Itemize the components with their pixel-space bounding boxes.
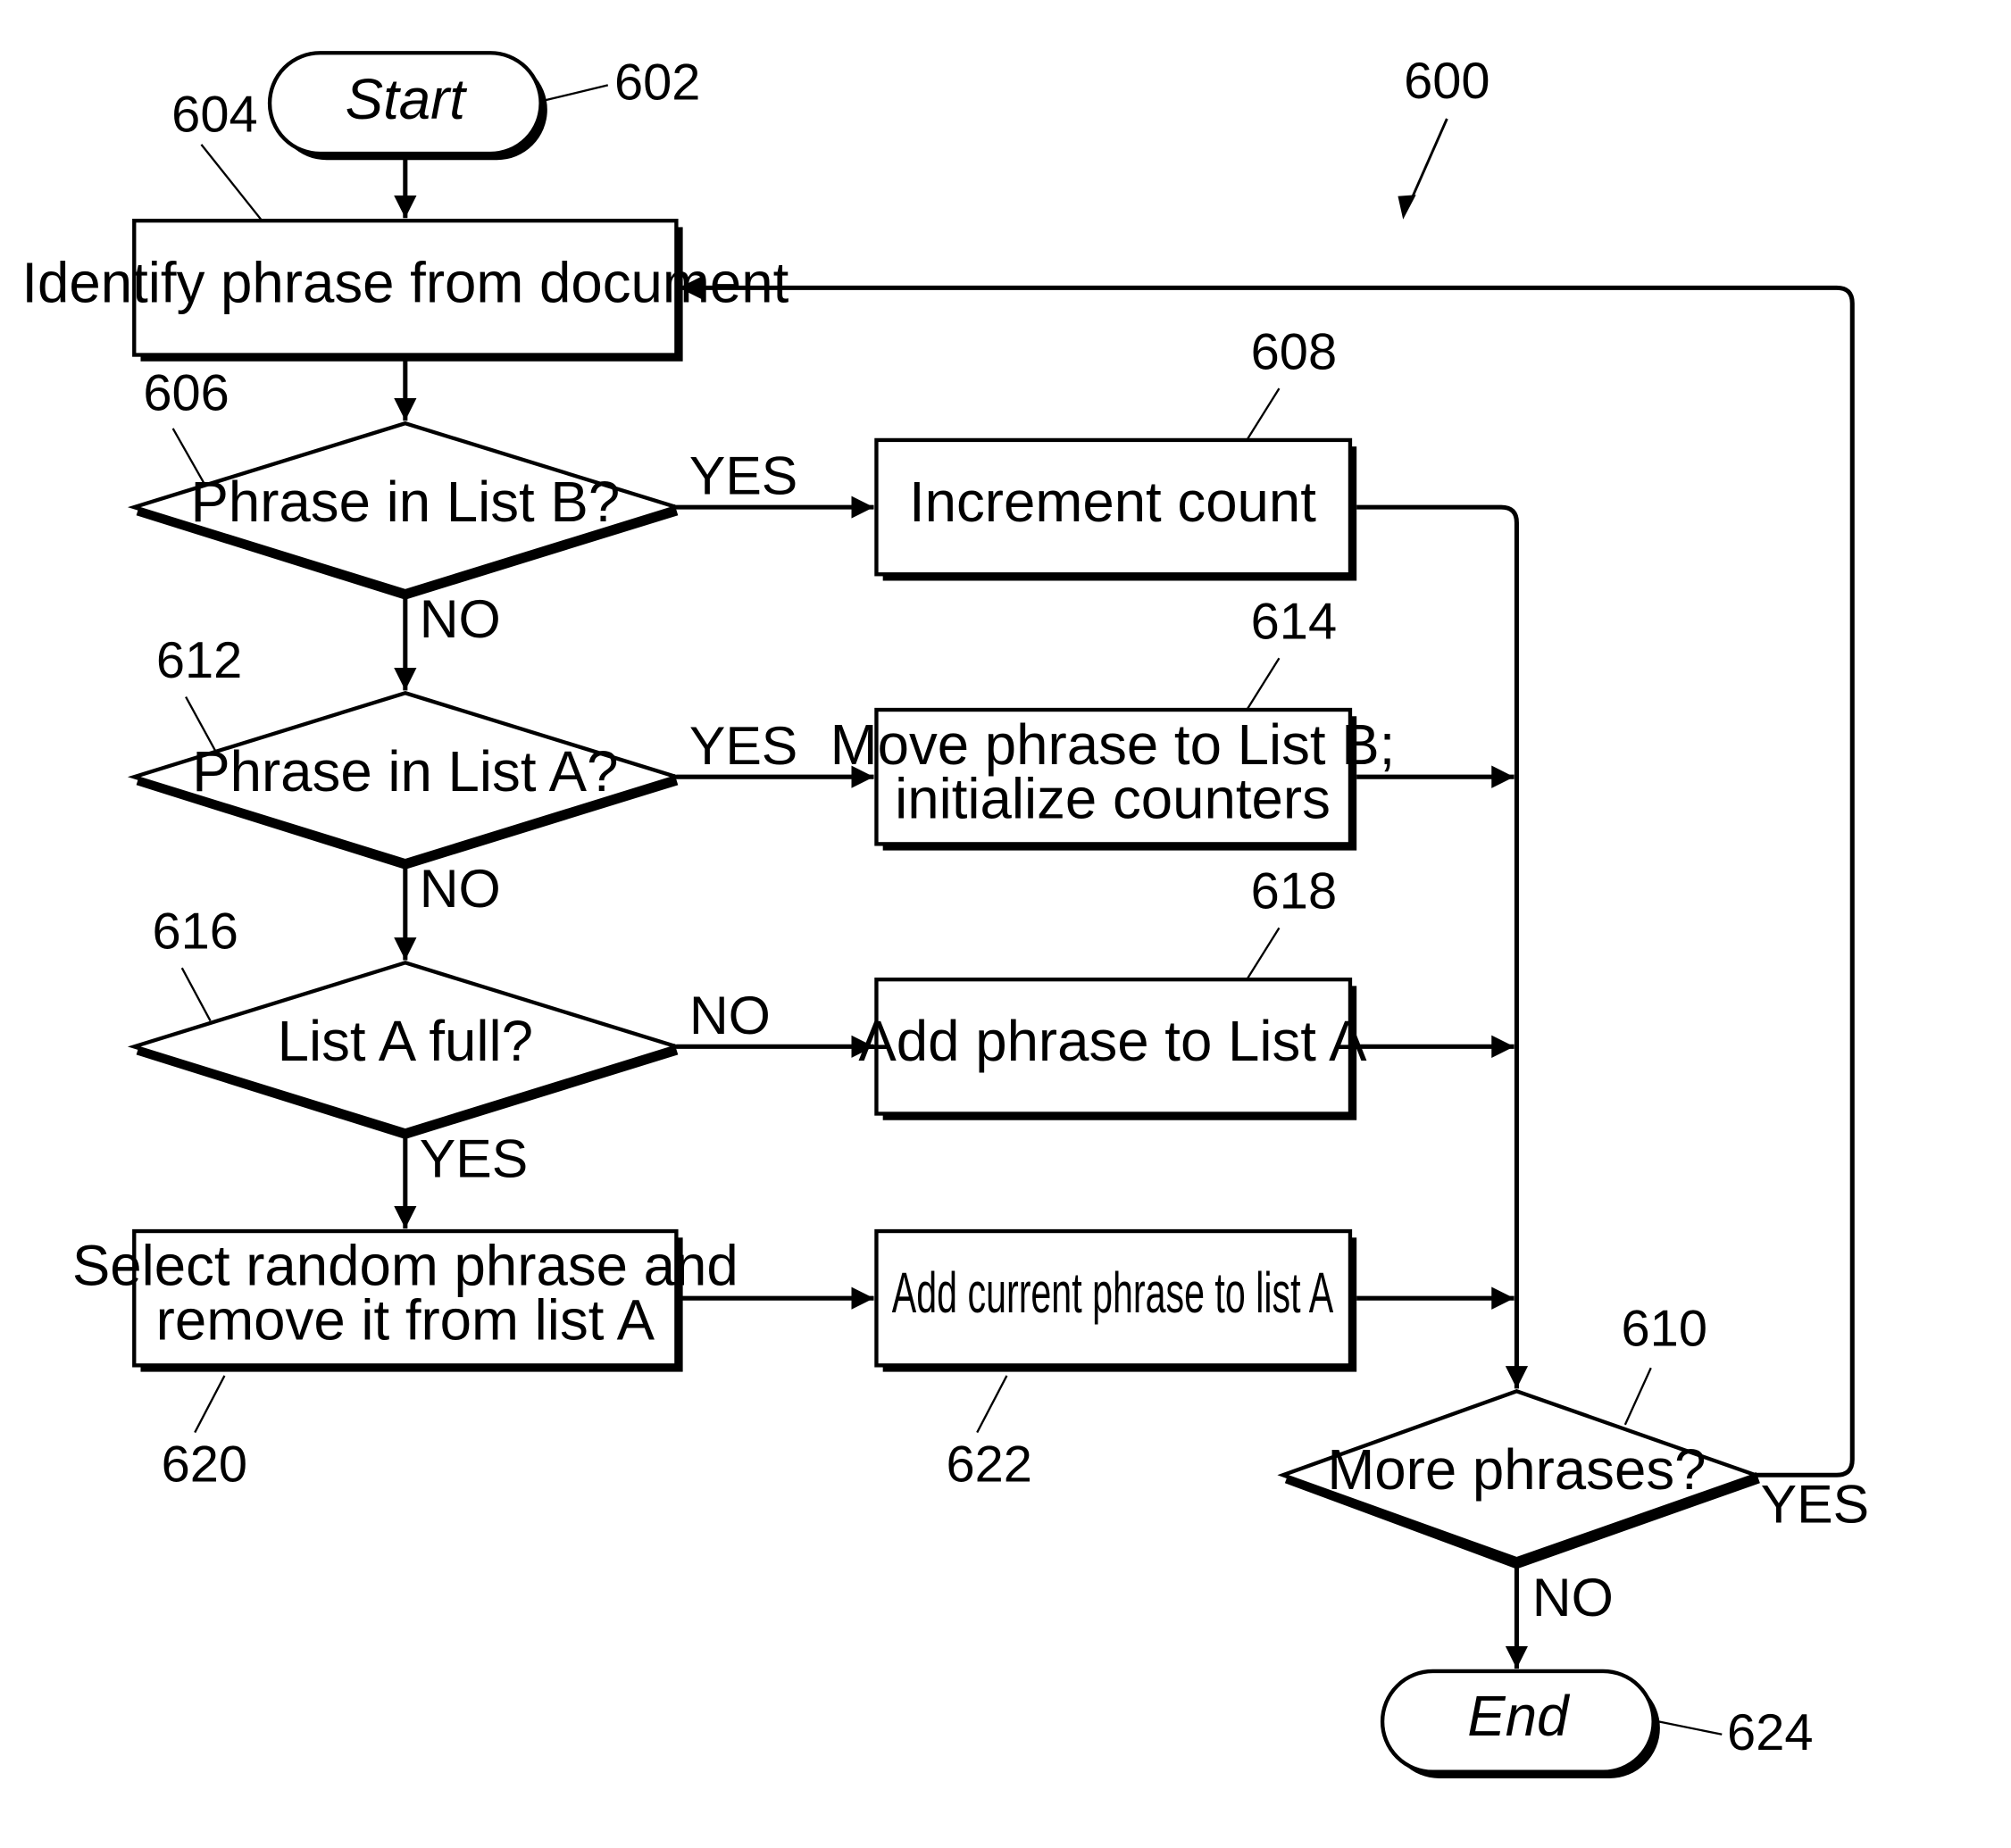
more-no-label: NO xyxy=(1532,1567,1614,1627)
add-current-phrase-label: Add current phrase to list A xyxy=(892,1261,1334,1325)
list-a-full-label: List A full? xyxy=(278,1010,533,1073)
list-a-full-decision: List A full? xyxy=(134,962,676,1133)
move-phrase-ref-leader xyxy=(1247,658,1279,710)
phrase-in-list-b-ref-leader xyxy=(173,429,205,486)
more-phrases-ref: 610 xyxy=(1622,1301,1707,1358)
phrase-in-list-a-decision: Phrase in List A? xyxy=(134,693,676,863)
add-phrase-list-a-ref-leader xyxy=(1247,928,1279,979)
identify-phrase-ref-leader xyxy=(201,145,262,221)
increment-count-ref-leader xyxy=(1247,388,1279,440)
list-a-full-ref-leader xyxy=(182,968,211,1020)
list-b-yes-label: YES xyxy=(689,445,797,506)
identify-phrase-label: Identify phrase from document xyxy=(21,251,789,314)
select-random-label-line2: remove it from list A xyxy=(156,1288,655,1352)
move-phrase-label-line2: initialize counters xyxy=(895,767,1331,830)
start-terminal: Start xyxy=(270,53,547,160)
phrase-in-list-a-label: Phrase in List A? xyxy=(192,740,618,803)
start-ref: 602 xyxy=(614,54,700,111)
connector-increment-to-merge xyxy=(1356,507,1516,1388)
list-a-full-ref: 616 xyxy=(153,903,238,960)
add-phrase-list-a-ref: 618 xyxy=(1251,863,1337,920)
add-current-phrase-box: Add current phrase to list A xyxy=(876,1231,1356,1372)
phrase-in-list-b-label: Phrase in List B? xyxy=(190,470,620,534)
add-current-phrase-ref: 622 xyxy=(947,1436,1032,1493)
add-current-phrase-ref-leader xyxy=(977,1376,1006,1433)
more-phrases-ref-leader xyxy=(1625,1368,1651,1425)
add-phrase-list-a-label: Add phrase to List A xyxy=(858,1010,1367,1073)
identify-phrase-box: Identify phrase from document xyxy=(21,221,789,362)
start-label: Start xyxy=(346,68,468,131)
more-phrases-decision: More phrases? xyxy=(1283,1391,1758,1562)
more-yes-label: YES xyxy=(1761,1474,1869,1535)
more-phrases-label: More phrases? xyxy=(1327,1438,1706,1502)
end-terminal: End xyxy=(1382,1671,1660,1778)
select-random-ref: 620 xyxy=(162,1436,247,1493)
end-ref: 624 xyxy=(1727,1704,1813,1761)
figure-number-arrowhead xyxy=(1398,195,1415,219)
figure-number-pointer xyxy=(1408,119,1447,206)
figure-number-label: 600 xyxy=(1404,53,1489,110)
phrase-in-list-b-decision: Phrase in List B? xyxy=(134,423,676,594)
select-random-ref-leader xyxy=(195,1376,224,1433)
select-random-phrase-box: Select random phrase and remove it from … xyxy=(72,1231,738,1372)
full-yes-label: YES xyxy=(420,1128,528,1188)
list-a-yes-label: YES xyxy=(689,715,797,776)
phrase-in-list-b-ref: 606 xyxy=(143,365,229,422)
end-ref-leader xyxy=(1658,1721,1722,1734)
increment-count-label: Increment count xyxy=(909,470,1316,534)
start-ref-leader xyxy=(544,85,608,100)
list-a-no-label: NO xyxy=(420,858,501,919)
add-phrase-list-a-box: Add phrase to List A xyxy=(858,979,1367,1120)
end-label: End xyxy=(1467,1685,1571,1748)
increment-count-box: Increment count xyxy=(876,440,1356,581)
move-phrase-box: Move phrase to List B; initialize counte… xyxy=(830,710,1396,851)
list-b-no-label: NO xyxy=(420,588,501,649)
increment-count-ref: 608 xyxy=(1251,323,1337,380)
identify-phrase-ref: 604 xyxy=(171,86,257,143)
phrase-in-list-a-ref: 612 xyxy=(156,632,242,689)
move-phrase-ref: 614 xyxy=(1251,594,1337,651)
full-no-label: NO xyxy=(689,985,771,1045)
